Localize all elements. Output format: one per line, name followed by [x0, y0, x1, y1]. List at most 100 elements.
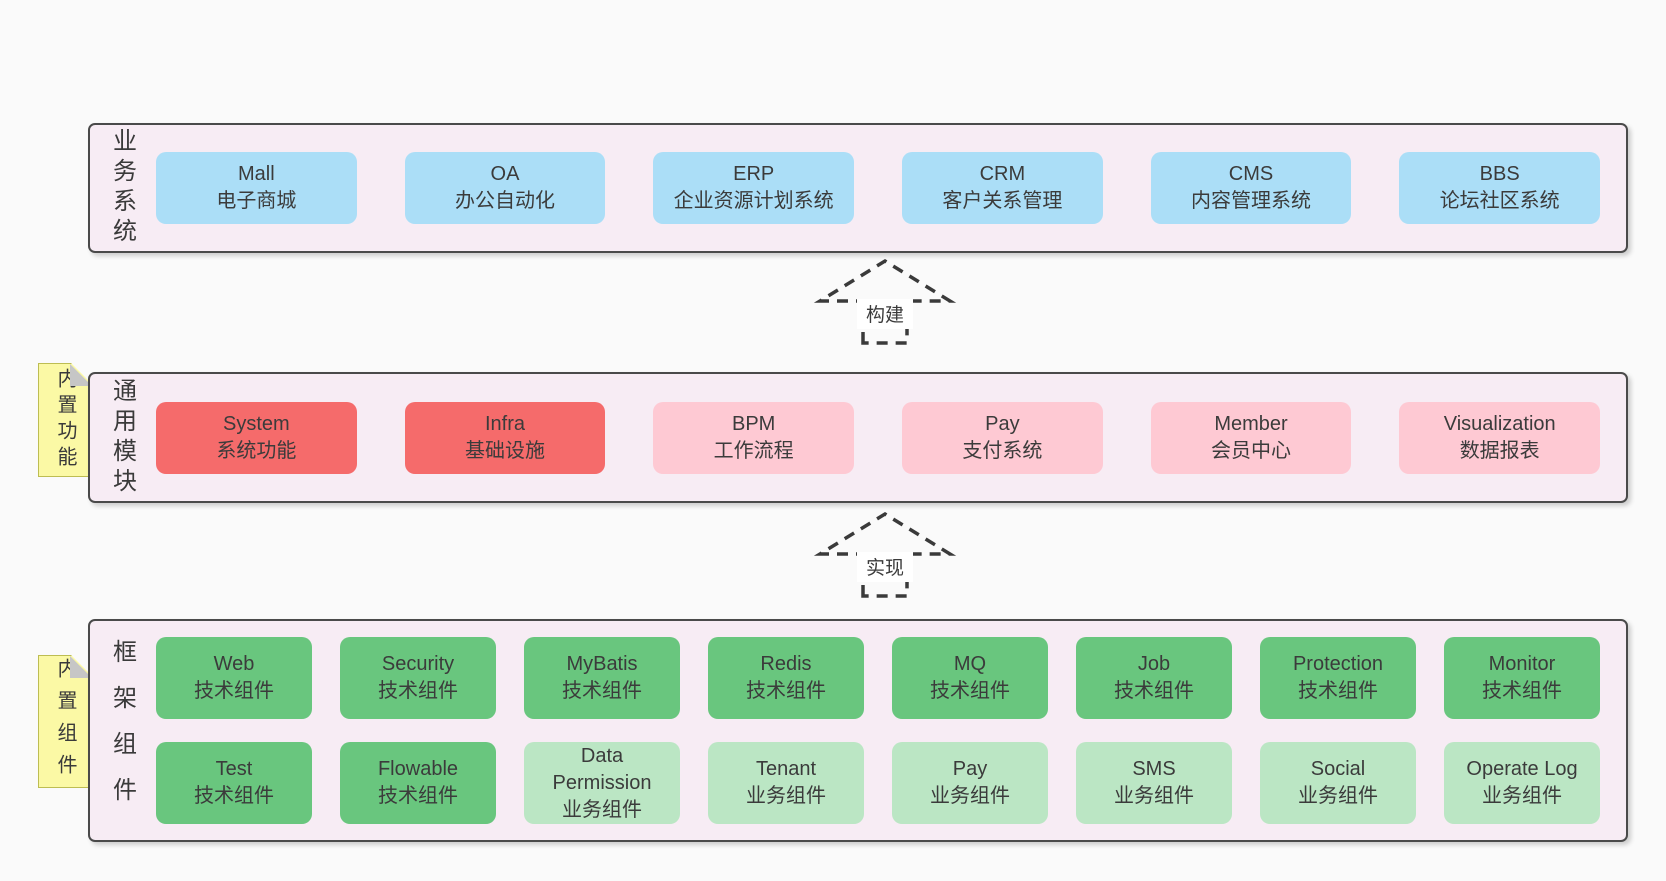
box-name: Data Permission [552, 744, 652, 794]
box-operate-log: Operate Log 业务组件 [1444, 742, 1600, 824]
box-name: Protection [1292, 653, 1384, 675]
box-bpm: BPM 工作流程 [653, 401, 855, 474]
box-name: Tenant [755, 758, 817, 780]
box-desc: 业务组件 [1482, 785, 1562, 807]
box-visualization: Visualization 数据报表 [1399, 401, 1601, 474]
box-name: OA [490, 163, 520, 185]
box-desc: 技术组件 [562, 680, 642, 702]
sticky-note-builtin-components: 内置组件 [38, 655, 93, 788]
box-desc: 技术组件 [1114, 680, 1194, 702]
box-bbs: BBS 论坛社区系统 [1399, 152, 1601, 224]
box-name: Web [213, 653, 255, 675]
box-oa: OA 办公自动化 [404, 152, 606, 224]
box-name: BBS [1479, 163, 1520, 185]
box-data-permission: Data Permission 业务组件 [524, 742, 680, 824]
box-desc: 业务组件 [746, 785, 826, 807]
band-label-common-modules: 通用模块 [108, 377, 136, 498]
box-desc: 企业资源计划系统 [673, 190, 834, 212]
box-cms: CMS 内容管理系统 [1150, 152, 1352, 224]
box-name: Pay [985, 412, 1020, 435]
box-name: Flowable [377, 758, 459, 780]
box-name: System [222, 412, 290, 435]
box-desc: 技术组件 [746, 680, 826, 702]
box-monitor: Monitor 技术组件 [1444, 637, 1600, 719]
box-desc: 技术组件 [378, 680, 458, 702]
box-infra: Infra 基础设施 [404, 401, 606, 474]
box-redis: Redis 技术组件 [708, 637, 864, 719]
sticky-note-builtin-features: 内置功能 [38, 363, 93, 477]
box-desc: 客户关系管理 [942, 190, 1063, 212]
box-mybatis: MyBatis 技术组件 [524, 637, 680, 719]
box-name: CRM [979, 163, 1026, 185]
box-web: Web 技术组件 [156, 637, 312, 719]
box-desc: 基础设施 [465, 439, 545, 462]
box-desc: 技术组件 [1482, 680, 1562, 702]
box-name: Monitor [1488, 653, 1556, 675]
box-social: Social 业务组件 [1260, 742, 1416, 824]
box-desc: 技术组件 [1298, 680, 1378, 702]
arrow-implement-label: 实现 [866, 557, 904, 579]
box-name: Redis [760, 653, 812, 675]
box-desc: 办公自动化 [455, 190, 555, 212]
box-name: Member [1214, 412, 1288, 435]
arrow-up-icon: 实现 [813, 511, 957, 598]
arrow-up-icon: 构建 [813, 258, 957, 345]
box-desc: 会员中心 [1211, 439, 1292, 462]
box-desc: 业务组件 [562, 798, 642, 821]
box-desc: 技术组件 [930, 680, 1010, 702]
box-system: System 系统功能 [156, 401, 357, 474]
box-protection: Protection 技术组件 [1260, 637, 1416, 719]
box-test: Test 技术组件 [156, 742, 312, 824]
box-desc: 技术组件 [194, 680, 274, 702]
box-member: Member 会员中心 [1150, 401, 1352, 474]
box-name: SMS [1132, 758, 1176, 780]
box-name: CMS [1228, 163, 1274, 185]
box-desc: 内容管理系统 [1191, 190, 1312, 212]
box-desc: 论坛社区系统 [1439, 190, 1560, 212]
box-name: Job [1137, 653, 1171, 675]
box-desc: 技术组件 [378, 785, 458, 807]
box-name: Infra [484, 412, 526, 435]
box-job: Job 技术组件 [1076, 637, 1232, 719]
box-mq: MQ 技术组件 [892, 637, 1048, 719]
box-desc: 技术组件 [194, 785, 274, 807]
box-name: Social [1310, 758, 1366, 780]
box-erp: ERP 企业资源计划系统 [653, 152, 855, 224]
box-name: Visualization [1443, 412, 1556, 435]
box-security: Security 技术组件 [340, 637, 496, 719]
box-name: MyBatis [566, 653, 638, 675]
box-tenant: Tenant 业务组件 [708, 742, 864, 824]
box-name: BPM [732, 412, 776, 435]
band-label-framework-components: 框架组件 [108, 638, 136, 823]
box-name: Operate Log [1466, 758, 1578, 780]
box-name: ERP [733, 163, 775, 185]
box-flowable: Flowable 技术组件 [340, 742, 496, 824]
box-desc: 电子商城 [216, 190, 297, 212]
arrow-build-label: 构建 [866, 304, 904, 326]
sticky-note-label: 内置功能 [54, 368, 76, 472]
box-name: MQ [953, 653, 987, 675]
box-name: Security [381, 653, 455, 675]
box-name: Test [215, 758, 253, 780]
sticky-note-label: 内置组件 [54, 657, 76, 786]
box-desc: 业务组件 [930, 785, 1010, 807]
box-desc: 数据报表 [1459, 439, 1540, 462]
box-crm: CRM 客户关系管理 [902, 152, 1103, 224]
band-label-business-systems: 业务系统 [108, 128, 136, 248]
box-desc: 系统功能 [216, 439, 297, 462]
box-desc: 业务组件 [1298, 785, 1378, 807]
box-desc: 工作流程 [713, 439, 794, 462]
